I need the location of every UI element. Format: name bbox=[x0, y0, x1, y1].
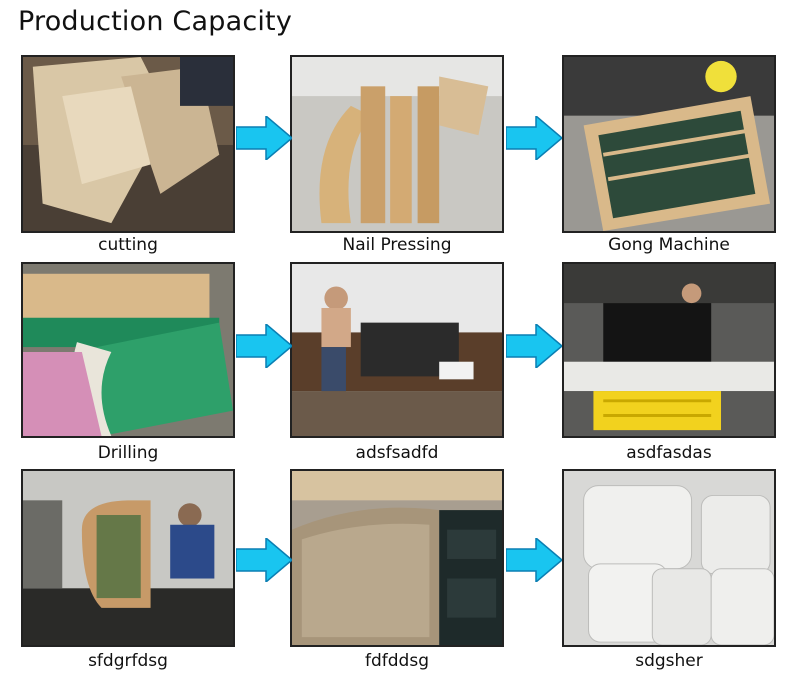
photo-packages bbox=[562, 469, 776, 647]
caption-nail-pressing: Nail Pressing bbox=[342, 235, 452, 255]
arrow-right-icon bbox=[236, 538, 292, 582]
arrow-right-icon bbox=[506, 324, 562, 368]
page-title: Production Capacity bbox=[18, 6, 293, 37]
arrow-right-icon bbox=[506, 116, 562, 160]
caption-sewing: asdfasdas bbox=[626, 443, 712, 463]
photo-sewing bbox=[562, 262, 776, 438]
caption-gong-machine: Gong Machine bbox=[608, 235, 730, 255]
caption-sofas: fdfddsg bbox=[365, 651, 429, 671]
photo-drilling bbox=[21, 262, 235, 438]
caption-frame-assembly: sfdgrfdsg bbox=[88, 651, 168, 671]
arrow-right-icon bbox=[236, 116, 292, 160]
caption-worker-table: adsfsadfd bbox=[355, 443, 439, 463]
photo-frame-assembly bbox=[21, 469, 235, 647]
arrow-right-icon bbox=[506, 538, 562, 582]
photo-nail-pressing bbox=[290, 55, 504, 233]
arrow-right-icon bbox=[236, 324, 292, 368]
photo-gong-machine bbox=[562, 55, 776, 233]
caption-cutting: cutting bbox=[98, 235, 158, 255]
photo-worker-table bbox=[290, 262, 504, 438]
caption-drilling: Drilling bbox=[97, 443, 159, 463]
caption-packages: sdgsher bbox=[635, 651, 703, 671]
photo-sofas bbox=[290, 469, 504, 647]
photo-cutting bbox=[21, 55, 235, 233]
